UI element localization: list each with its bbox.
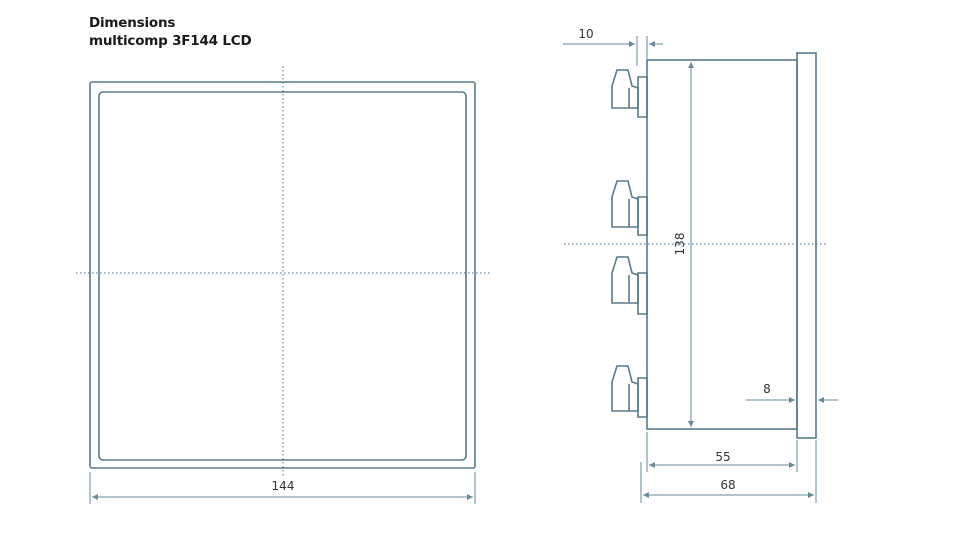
- terminal-connector: [611, 180, 648, 236]
- terminal-offset-label: 10: [578, 27, 593, 41]
- side-front-bezel: [796, 52, 817, 439]
- body-depth-label: 55: [715, 450, 730, 464]
- side-view: 138 10 8 55 68: [563, 27, 838, 503]
- side-height-label: 138: [673, 233, 687, 256]
- total-depth-label: 68: [720, 478, 735, 492]
- bezel-depth-label: 8: [763, 382, 771, 396]
- title-line-2: multicomp 3F144 LCD: [89, 33, 252, 49]
- terminal-connector: [611, 69, 648, 118]
- title-line-1: Dimensions: [89, 15, 176, 31]
- drawing-title: Dimensions multicomp 3F144 LCD: [89, 14, 252, 50]
- front-view: 144: [76, 66, 490, 504]
- front-width-label: 144: [272, 479, 295, 493]
- terminal-connector: [611, 256, 648, 315]
- front-display-inner: [98, 91, 467, 461]
- terminal-connector: [611, 365, 648, 418]
